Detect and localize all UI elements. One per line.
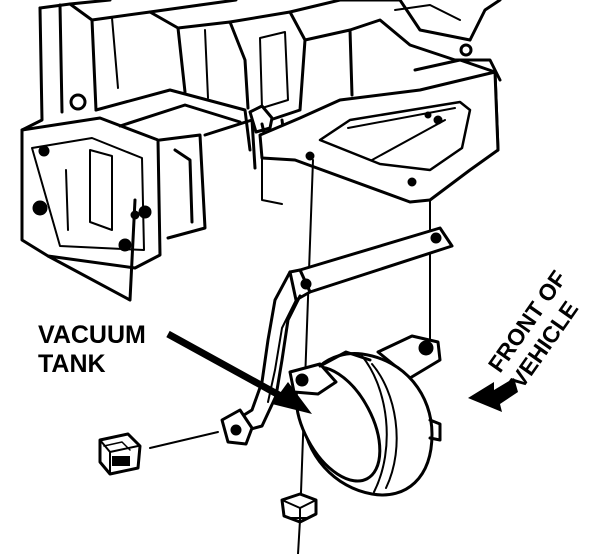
vacuum-tank [288, 334, 442, 497]
mounting-bolt [280, 492, 318, 524]
clip-nut [98, 432, 142, 476]
dash-structure [20, 0, 502, 302]
front-direction-arrow [468, 378, 518, 412]
upper-mounting-bracket [258, 70, 500, 205]
vacuum-tank-label-line2: TANK [38, 350, 106, 378]
callout-arrow [166, 330, 312, 414]
vacuum-tank-label-line1: VACUUM [38, 321, 146, 349]
support-strap-bracket [220, 226, 454, 446]
alignment-lines [149, 159, 431, 554]
